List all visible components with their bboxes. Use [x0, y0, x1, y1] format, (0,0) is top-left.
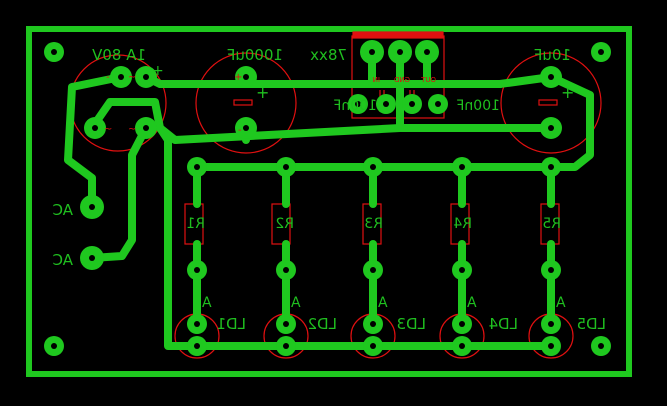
pad [540, 66, 562, 88]
resistor-label: R5 [542, 216, 561, 232]
cap-out-label: 10uF [534, 46, 571, 64]
pad [135, 117, 157, 139]
led-label: LD1 [217, 315, 246, 333]
pad [187, 157, 207, 177]
pad [363, 260, 383, 280]
pad [80, 195, 104, 219]
pad [80, 246, 104, 270]
led-label: LD5 [577, 315, 606, 333]
plus-left-label: + [152, 63, 164, 79]
cap-small-left-label: 100nF [333, 98, 377, 114]
ac-bottom-label: AC [53, 251, 73, 269]
pad [276, 157, 296, 177]
led-label: LD4 [489, 315, 518, 333]
tilde-right-label: ~ [128, 124, 136, 135]
pad [363, 336, 383, 356]
pad [363, 314, 383, 334]
labels: 1A 80V 1000uF 78xx 10uF 100nF 100nF AC A… [53, 46, 575, 269]
led-anode-label: A [556, 295, 566, 311]
pad [428, 94, 448, 114]
pad [452, 260, 472, 280]
pin-out-label: OUT [420, 76, 436, 84]
pad [363, 157, 383, 177]
plus-mid-label: + [256, 83, 269, 102]
pad [276, 260, 296, 280]
plus-right-label: + [561, 83, 574, 102]
pad [415, 40, 439, 64]
resistor-label: R1 [186, 216, 205, 232]
bridge-label: 1A 80V [91, 46, 146, 64]
board-outline [26, 26, 632, 377]
bridge-minus-label: - [106, 72, 110, 83]
resistor-labels: R1 R2 R3 R4 R5 [186, 216, 561, 232]
pad [235, 66, 257, 88]
pad [376, 94, 396, 114]
led-anode-label: A [467, 295, 477, 311]
pad [187, 336, 207, 356]
pad [135, 66, 157, 88]
pad [276, 336, 296, 356]
pad [540, 117, 562, 139]
cap-small-right-label: 100nF [456, 98, 500, 114]
pad [235, 117, 257, 139]
pad [452, 314, 472, 334]
resistor-label: R3 [364, 216, 383, 232]
pad [84, 117, 106, 139]
pad [541, 336, 561, 356]
tilde-left-label: ~ [104, 124, 112, 135]
bridge-plus-label: + [234, 72, 242, 83]
cap-big-outline [195, 52, 297, 154]
pin-in-label: IN [373, 76, 380, 84]
traces [64, 48, 594, 350]
minus-mid-label: - [238, 125, 242, 136]
pad [541, 314, 561, 334]
led-labels: A A A A A LD1 LD2 LD3 LD4 LD5 [202, 295, 606, 333]
led-label: LD3 [397, 315, 426, 333]
pad [452, 157, 472, 177]
pin-gnd-label: GND [394, 76, 410, 84]
mounting-holes [44, 42, 611, 356]
led-anode-label: A [202, 295, 212, 311]
pad [110, 66, 132, 88]
pad [187, 314, 207, 334]
led-label: LD2 [308, 315, 337, 333]
led-anode-label: A [378, 295, 388, 311]
regulator-label: 78xx [310, 46, 347, 64]
cap-out-outline [500, 52, 602, 154]
ac-top-label: AC [53, 201, 73, 219]
pad [541, 157, 561, 177]
pad [360, 40, 384, 64]
cap-big-label: 1000uF [227, 46, 283, 64]
pad [348, 94, 368, 114]
pads [80, 40, 562, 356]
pad [276, 314, 296, 334]
pad [187, 260, 207, 280]
pad [541, 260, 561, 280]
led-anode-label: A [291, 295, 301, 311]
pad [452, 336, 472, 356]
tilde-top-label: ~ [128, 72, 136, 83]
resistor-label: R2 [275, 216, 294, 232]
resistor-label: R4 [453, 216, 472, 232]
pad [388, 40, 412, 64]
pad [402, 94, 422, 114]
